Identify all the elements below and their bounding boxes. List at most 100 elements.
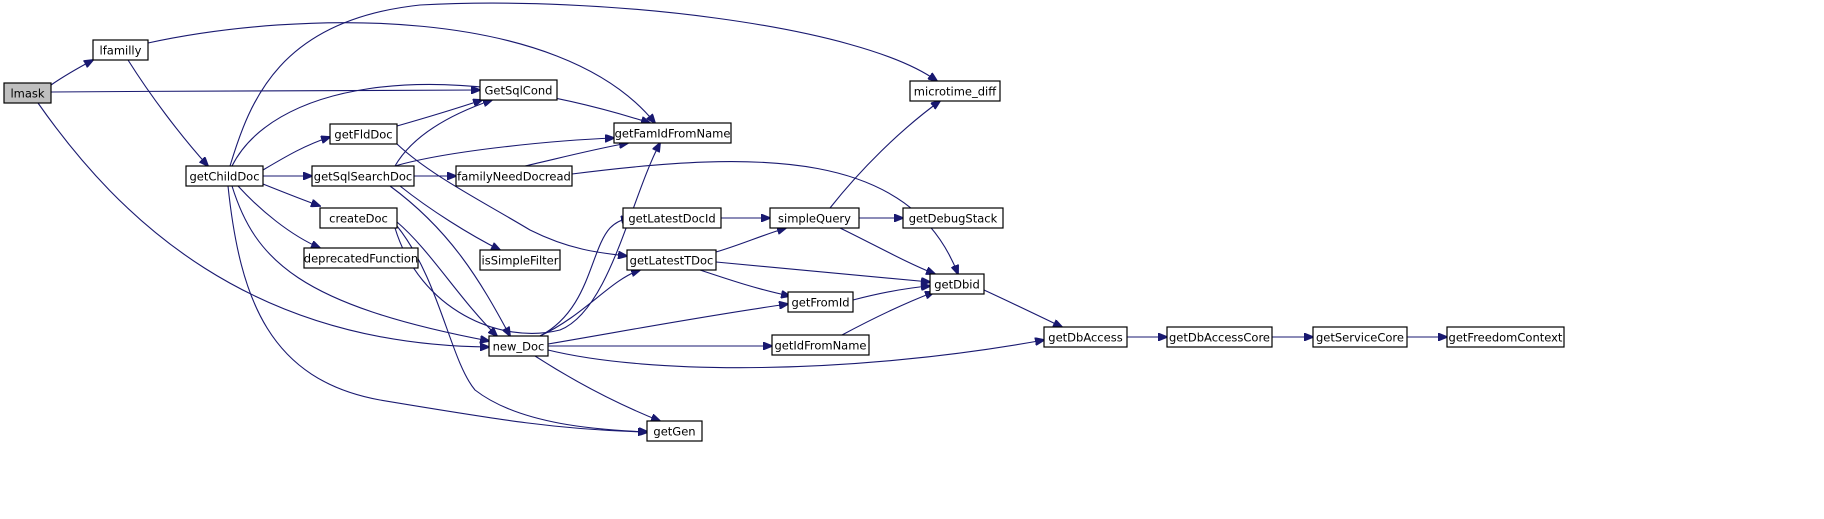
edge-getDbid-to-getDbAccess [983,289,1062,327]
node-microtime_diff[interactable]: microtime_diff [909,80,1001,102]
edge-getSqlSearchDoc-to-new_Doc [389,185,510,336]
edge-getSqlSearchDoc-to-GetSqlCond [394,100,492,167]
edges-layer [37,2,1447,432]
node-lmask[interactable]: lmask [3,82,52,104]
edge-line [396,225,648,432]
node-box [929,273,985,295]
node-familyNeedDocread[interactable]: familyNeedDocread [455,165,573,187]
node-lfamilly[interactable]: lfamilly [92,39,149,61]
node-label: new_Doc [493,340,545,354]
node-label: getDbAccess [1048,331,1122,345]
node-box [329,123,398,145]
edge-line [50,60,93,86]
edge-createDoc-to-getGen [396,225,648,432]
node-box [319,207,398,229]
node-label: getDbAccessCore [1169,331,1270,345]
node-createDoc[interactable]: createDoc [319,207,398,229]
edge-line [547,340,1044,369]
node-label: getChildDoc [189,170,259,184]
edge-lmask-to-new_Doc [37,102,489,347]
edge-getFldDoc-to-getLatestTDoc [396,143,627,256]
edge-new_Doc-to-getLatestDocId [539,218,630,337]
node-box [1446,326,1565,348]
edge-getChildDoc-to-new_Doc [231,185,489,341]
node-label: getLatestTDoc [630,254,714,268]
node-getFreedomContext[interactable]: getFreedomContext [1446,326,1565,348]
node-label: GetSqlCond [485,84,553,98]
node-getDbid[interactable]: getDbid [929,273,985,295]
node-label: getIdFromName [775,339,867,353]
edge-line [524,143,628,167]
edge-line [534,355,660,421]
node-getChildDoc[interactable]: getChildDoc [185,165,264,187]
edge-getChildDoc-to-getFamIdFromName [231,83,650,167]
node-GetSqlCond[interactable]: GetSqlCond [479,79,558,101]
node-new_Doc[interactable]: new_Doc [488,335,549,357]
node-getFamIdFromName[interactable]: getFamIdFromName [613,122,732,144]
node-getIdFromName[interactable]: getIdFromName [771,334,870,356]
edge-lfamilly-to-getFamIdFromName [147,22,655,123]
edge-line [839,227,935,274]
edge-line [237,185,320,248]
node-box [613,122,732,144]
edge-line [231,185,489,341]
node-box [646,420,703,442]
edge-line [715,228,786,253]
node-getGen[interactable]: getGen [646,420,703,442]
edge-line [829,101,940,209]
edge-line [396,143,627,256]
node-label: microtime_diff [914,85,997,99]
edge-line [50,90,480,92]
node-deprecatedFunction[interactable]: deprecatedFunction [303,247,419,269]
edge-line [37,102,489,347]
edge-line [147,22,655,123]
edge-line [127,59,208,166]
edge-lmask-to-GetSqlCond [50,90,480,92]
node-getLatestTDoc[interactable]: getLatestTDoc [626,249,717,271]
node-label: getFreedomContext [1449,331,1563,345]
edge-line [227,185,647,432]
edge-line [394,138,614,167]
node-box [1312,326,1408,348]
node-label: getLatestDocId [628,212,715,226]
node-label: lmask [10,87,44,101]
edge-getChildDoc-to-deprecatedFunction [237,185,320,248]
edge-line [399,185,500,250]
edge-line [539,270,640,337]
node-getFldDoc[interactable]: getFldDoc [329,123,398,145]
node-label: familyNeedDocread [457,170,571,184]
node-getServiceCore[interactable]: getServiceCore [1312,326,1408,348]
edge-getFromId-to-getDbid [852,286,930,301]
node-box [769,207,860,229]
node-getLatestDocId[interactable]: getLatestDocId [622,207,722,229]
node-getDbAccessCore[interactable]: getDbAccessCore [1166,326,1273,348]
node-isSimpleFilter[interactable]: isSimpleFilter [479,249,561,271]
node-box [185,165,264,187]
edge-simpleQuery-to-getDbid [839,227,935,274]
edge-getSqlSearchDoc-to-isSimpleFilter [399,185,500,250]
edge-line [852,286,930,301]
node-label: getSqlSearchDoc [314,170,412,184]
nodes-layer: lmask lfamilly getChildDoc getFldDoc getSqlS… [3,39,1565,442]
node-label: getFromId [791,296,849,310]
node-getSqlSearchDoc[interactable]: getSqlSearchDoc [311,165,415,187]
node-label: getDebugStack [909,212,998,226]
edge-familyNeedDocread-to-getDbid [571,161,958,274]
node-box [622,207,722,229]
edge-line [231,83,650,167]
edge-lmask-to-lfamilly [50,60,93,86]
node-getFromId[interactable]: getFromId [787,291,854,313]
node-simpleQuery[interactable]: simpleQuery [769,207,860,229]
edge-simpleQuery-to-microtime_diff [829,101,940,209]
node-box [488,335,549,357]
edge-lfamilly-to-getChildDoc [127,59,208,166]
edge-line [983,289,1062,327]
edge-line [699,269,790,296]
edge-line [229,2,937,167]
node-box [92,39,149,61]
node-label: getServiceCore [1316,331,1404,345]
node-box [479,79,558,101]
node-getDebugStack[interactable]: getDebugStack [902,207,1004,229]
node-getDbAccess[interactable]: getDbAccess [1043,326,1128,348]
node-label: getGen [653,425,695,439]
